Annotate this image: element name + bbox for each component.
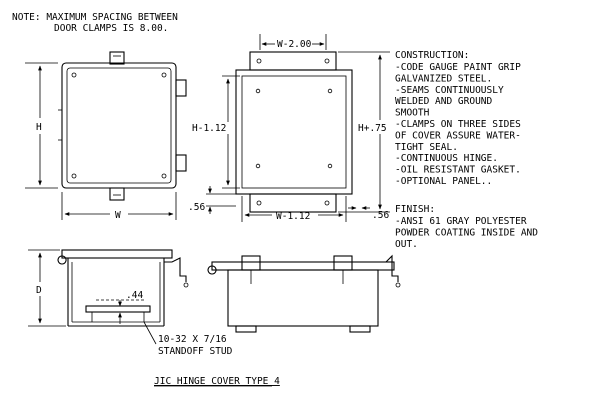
construction-line: -OPTIONAL PANEL.. [395, 176, 492, 187]
finish-line: -ANSI 61 GRAY POLYESTER [395, 216, 527, 227]
stud-callout-line-1: 10-32 X 7/16 [158, 334, 227, 345]
finish-line: POWDER COATING INSIDE AND [395, 227, 538, 238]
construction-line: -SEAMS CONTINUOUSLY [395, 85, 504, 96]
drawing-title: JIC HINGE COVER TYPE 4 [154, 376, 280, 387]
finish-line: OUT. [395, 239, 418, 250]
dim-right-offset: .56 [372, 210, 389, 221]
construction-line: -CODE GAUGE PAINT GRIP [395, 62, 521, 73]
side-view [207, 254, 401, 333]
dim-stud-height: .44 [126, 290, 143, 301]
construction-line: GALVANIZED STEEL. [395, 73, 492, 84]
construction-line: -OIL RESISTANT GASKET. [395, 165, 521, 176]
finish-heading: FINISH: [395, 204, 435, 215]
construction-heading: CONSTRUCTION: [395, 50, 469, 61]
dim-h-minus: H-1.12 [192, 123, 226, 134]
stud-callout-line-2: STANDOFF STUD [158, 346, 233, 357]
construction-line: -CONTINUOUS HINGE. [395, 153, 498, 164]
construction-line: WELDED AND GROUND [395, 96, 493, 107]
construction-line: OF COVER ASSURE WATER- [395, 130, 521, 141]
dim-w-minus-1-12: W-1.12 [276, 211, 310, 222]
construction-line: SMOOTH [395, 108, 430, 119]
dim-h-plus: H+.75 [358, 123, 387, 134]
section-view [57, 249, 189, 327]
note-line-1: NOTE: MAXIMUM SPACING BETWEEN [12, 12, 178, 23]
dim-w-minus-2: W-2.00 [277, 39, 312, 50]
construction-line: -CLAMPS ON THREE SIDES [395, 119, 521, 130]
dim-w: W [115, 210, 121, 221]
note-line-2: DOOR CLAMPS IS 8.00. [54, 23, 168, 34]
dim-left-offset: .56 [188, 202, 205, 213]
back-view [235, 51, 353, 213]
dim-d: D [36, 285, 42, 296]
dim-h: H [36, 122, 42, 133]
construction-line: TIGHT SEAL. [395, 142, 458, 153]
front-view [58, 51, 187, 201]
